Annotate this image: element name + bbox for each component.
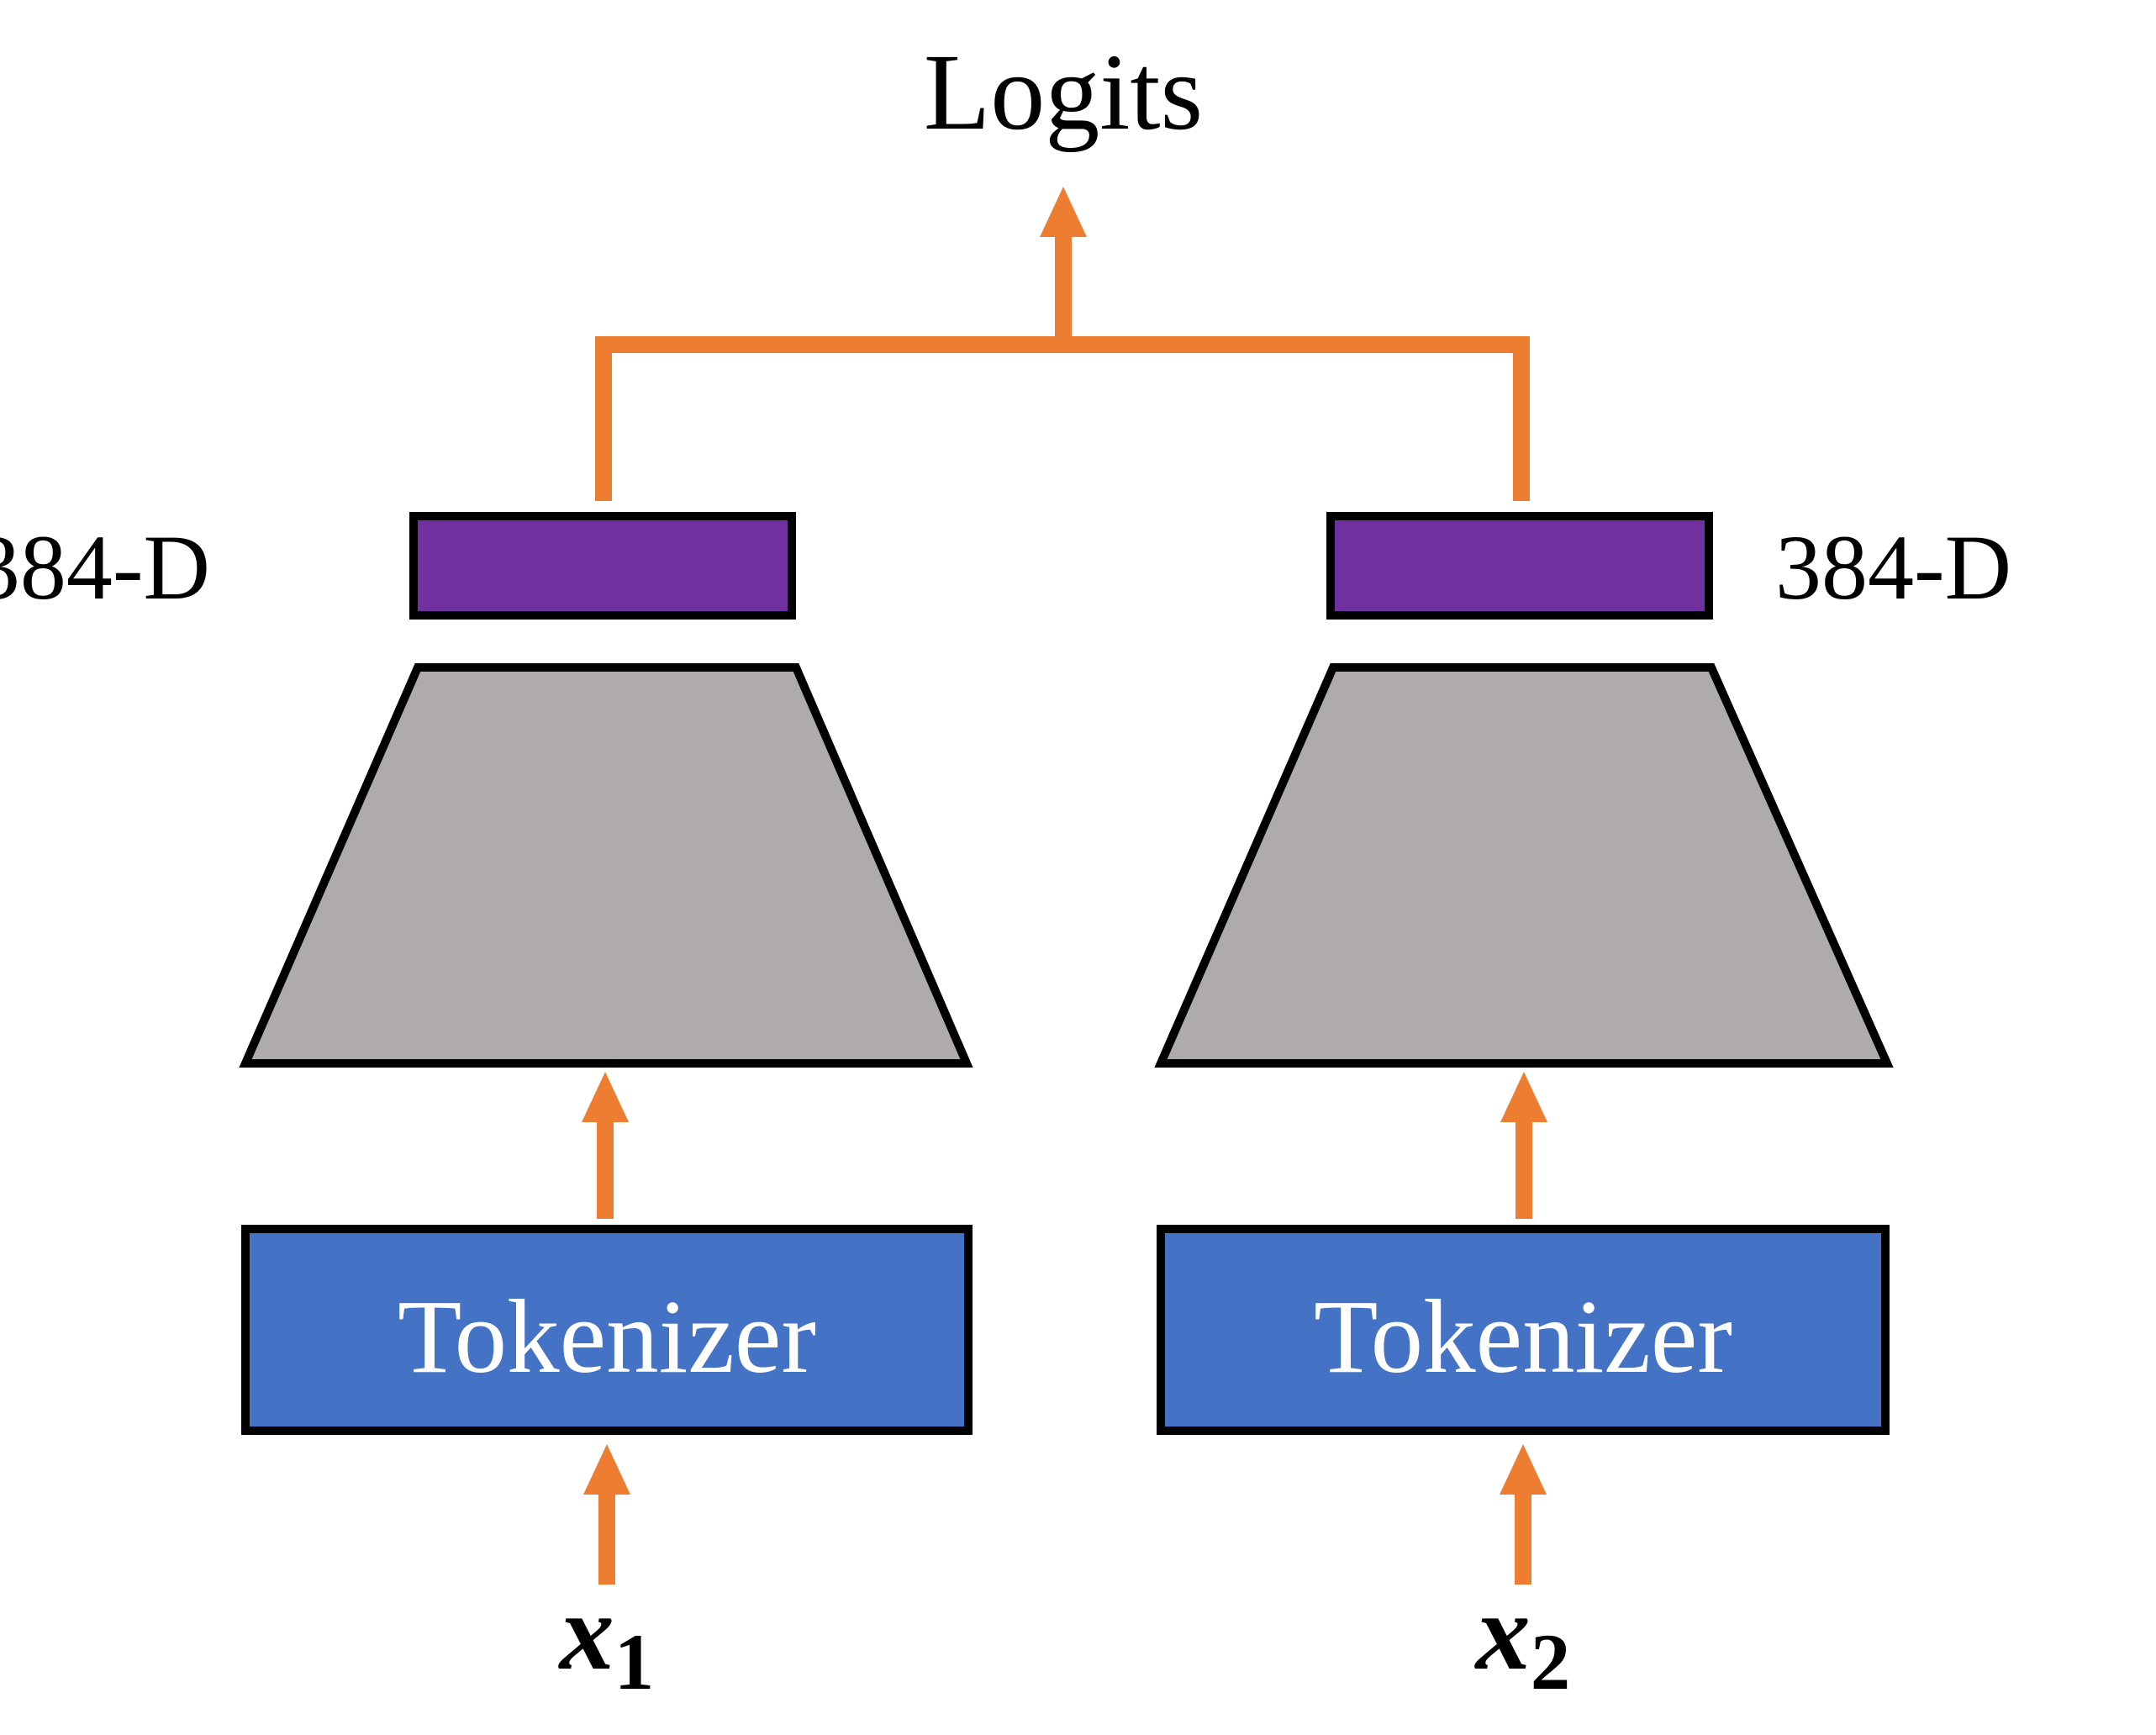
encoder-right (1154, 663, 1894, 1068)
merge-connector (595, 336, 1530, 501)
tokenizer-label-right: Tokenizer (1314, 1279, 1732, 1395)
branch-left: 384-D Tokenizer x1 (0, 512, 973, 1706)
output-arrow-head (1040, 187, 1087, 237)
branch-right: 384-D Tokenizer x2 (1154, 512, 2011, 1706)
embedding-vector-left (409, 512, 796, 620)
dim-label-right: 384-D (1775, 516, 2011, 619)
tokenizer-box-right (1157, 1225, 1890, 1435)
tokenizer-label-left: Tokenizer (398, 1279, 816, 1395)
input-arrow-head-left (583, 1444, 630, 1495)
input-symbol-right: x2 (1474, 1572, 1571, 1706)
encoder-left (239, 663, 973, 1068)
input-arrow-head-right (1500, 1444, 1547, 1495)
tokenizer-to-encoder-arrow-head-right (1500, 1072, 1547, 1122)
input-symbol-left: x1 (558, 1572, 655, 1706)
dim-label-left: 384-D (0, 516, 210, 619)
tokenizer-box-left (241, 1225, 973, 1435)
embedding-vector-right (1326, 512, 1713, 620)
tokenizer-to-encoder-arrow-head-left (582, 1072, 629, 1122)
output-label: Logits (924, 32, 1203, 153)
